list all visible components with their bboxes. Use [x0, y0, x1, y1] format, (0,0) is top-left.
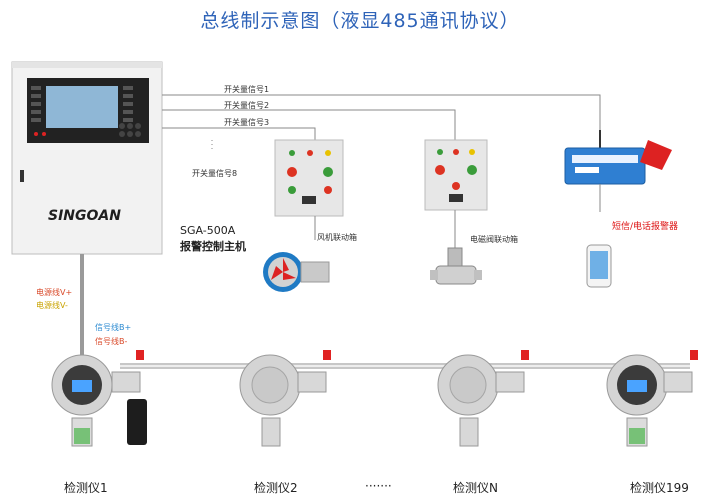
- sim-card-icon: [640, 140, 672, 170]
- solenoid-valve-icon: [430, 247, 482, 285]
- controller-lcd-screen: [46, 86, 118, 128]
- fan-control-box: [274, 139, 344, 240]
- lock-icon: [20, 170, 24, 182]
- detector-199: [606, 350, 698, 447]
- detector-1: [51, 350, 147, 447]
- ellipsis-label: ·······: [365, 479, 392, 493]
- detector-2-label: 检测仪2: [254, 481, 298, 495]
- controller-cabinet: [11, 61, 163, 360]
- detector-199-label: 检测仪199: [630, 481, 689, 495]
- gsm-alarm-module: [564, 130, 672, 212]
- signal-line-plus-label: 信号线B+: [95, 323, 132, 332]
- detector-n-label: 检测仪N: [453, 481, 498, 495]
- switch-signal-3-label: 开关量信号3: [224, 118, 270, 127]
- valve-box-label: 电磁阀联动箱: [470, 235, 518, 244]
- signal-line-minus-label: 信号线B-: [95, 337, 128, 346]
- controller-keypad: [119, 123, 141, 137]
- detector-1-label: 检测仪1: [64, 481, 108, 495]
- diagram-title: 总线制示意图（液显485通讯协议）: [200, 10, 520, 32]
- power-line-plus-label: 电源线V+: [36, 288, 73, 297]
- remote-control-icon: [127, 399, 147, 445]
- switch-signal-8-label: 开关量信号8: [192, 169, 238, 178]
- fan-icon: [263, 252, 330, 292]
- controller-model: SGA-500A: [180, 224, 236, 237]
- detector-2: [239, 350, 331, 447]
- controller-name: 报警控制主机: [180, 240, 246, 253]
- power-line-minus-label: 电源线V-: [36, 301, 68, 310]
- alarm-label: 短信/电话报警器: [612, 222, 679, 232]
- switch-signal-1-label: 开关量信号1: [224, 85, 270, 94]
- phone-icon: [586, 244, 612, 288]
- switch-signal-2-label: 开关量信号2: [224, 101, 270, 110]
- detector-n: [437, 350, 529, 447]
- fan-box-label: 风机联动箱: [317, 233, 357, 242]
- valve-control-box: [424, 139, 488, 248]
- controller-brand: SINGOAN: [48, 208, 121, 224]
